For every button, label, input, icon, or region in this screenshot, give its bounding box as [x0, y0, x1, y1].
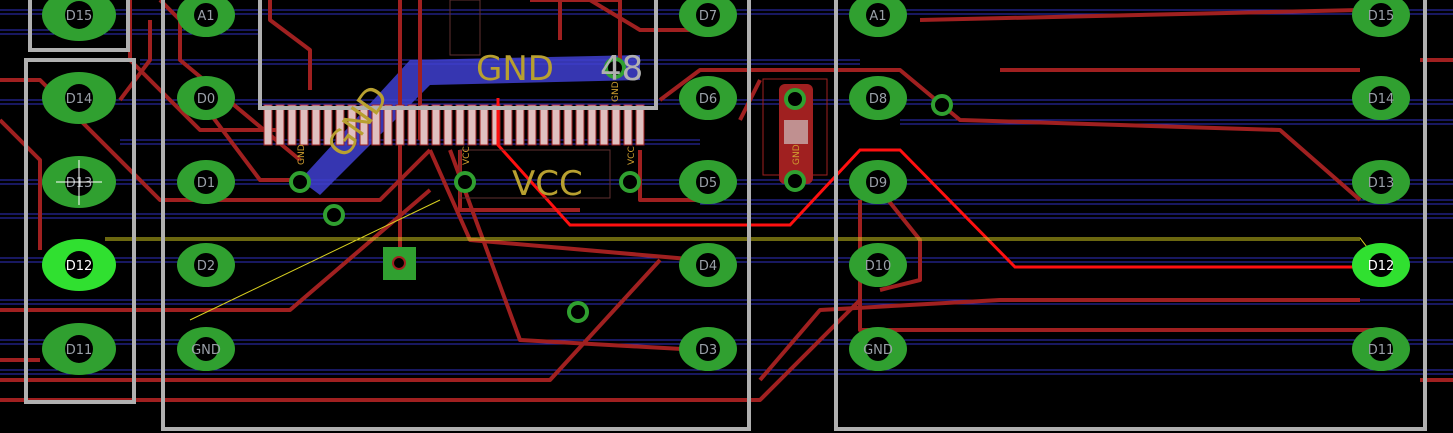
pad-label: D7	[699, 9, 717, 24]
pad-label: D14	[1368, 92, 1395, 107]
pad-drill-hole	[1369, 253, 1393, 277]
pad-label: D4	[699, 259, 717, 274]
chip-pin-count-label: 48	[600, 49, 643, 89]
pad-drill-hole	[194, 3, 218, 27]
pad-label: D9	[869, 176, 887, 191]
component-gnd-label: GND	[792, 144, 802, 165]
pin-label-vcc-right: VCC	[627, 146, 637, 165]
pad-drill-hole	[696, 337, 720, 361]
chip-gnd-label: GND	[476, 49, 554, 89]
pad-drill-hole	[866, 253, 890, 277]
pad-label: D1	[197, 176, 215, 191]
pad-drill-hole	[65, 335, 93, 363]
pad-drill-hole	[696, 3, 720, 27]
pad-label: A1	[197, 9, 214, 24]
pad-label: D11	[1368, 343, 1395, 358]
pad-drill-hole	[866, 337, 890, 361]
pad-label: D10	[865, 259, 892, 274]
pad-label: D13	[1368, 176, 1395, 191]
pad-label: D6	[699, 92, 717, 107]
pad-drill-hole	[65, 84, 93, 112]
pad-drill-hole	[1369, 337, 1393, 361]
silkscreen-outlines	[24, 0, 1427, 431]
pad-drill-hole	[866, 170, 890, 194]
pad-drill-hole	[65, 251, 93, 279]
selected-trace[interactable]	[496, 98, 1360, 269]
pad-label: GND	[863, 343, 893, 358]
pad-drill-hole	[696, 86, 720, 110]
pad-label: D15	[1368, 9, 1395, 24]
pad-label: A1	[869, 9, 886, 24]
pad-drill-hole	[194, 86, 218, 110]
pin-label-gnd-left: GND	[297, 144, 307, 165]
header-pads[interactable]: D15D14D13D12D11A1D0D1D2GNDD7D6D5D4D3A1D8…	[42, 0, 1410, 375]
pad-label: D0	[197, 92, 215, 107]
pad-label: D3	[699, 343, 717, 358]
pad-drill-hole	[194, 337, 218, 361]
pad-drill-hole	[1369, 86, 1393, 110]
pad-drill-hole	[65, 1, 93, 29]
pad-drill-hole	[194, 170, 218, 194]
pad-label: D2	[197, 259, 215, 274]
pad-label: D14	[66, 92, 93, 107]
pad-label: D11	[66, 343, 93, 358]
pad-drill-hole	[866, 3, 890, 27]
vias[interactable]	[289, 57, 953, 323]
pin-label-vcc-left: VCC	[462, 146, 472, 165]
pad-drill-hole	[1369, 3, 1393, 27]
pin-label-gnd-right: GND	[611, 81, 621, 102]
pad-label: GND	[191, 343, 221, 358]
pad-drill-hole	[194, 253, 218, 277]
cursor-crosshair	[56, 160, 102, 205]
pad-label: D15	[66, 9, 93, 24]
pad-label: D8	[869, 92, 887, 107]
pad-drill-hole	[1369, 170, 1393, 194]
chip-vcc-label: VCC	[512, 164, 583, 204]
component-outline[interactable]	[762, 78, 828, 184]
pad-label: D12	[1368, 259, 1395, 274]
chip-pin-row[interactable]	[263, 104, 645, 146]
pad-drill-hole	[866, 86, 890, 110]
ground-pour-polygon[interactable]	[300, 55, 640, 195]
pad-label: D12	[66, 259, 93, 274]
pad-drill-hole	[696, 253, 720, 277]
pad-label: D5	[699, 176, 717, 191]
pad-drill-hole	[696, 170, 720, 194]
square-via-hole	[392, 256, 406, 270]
